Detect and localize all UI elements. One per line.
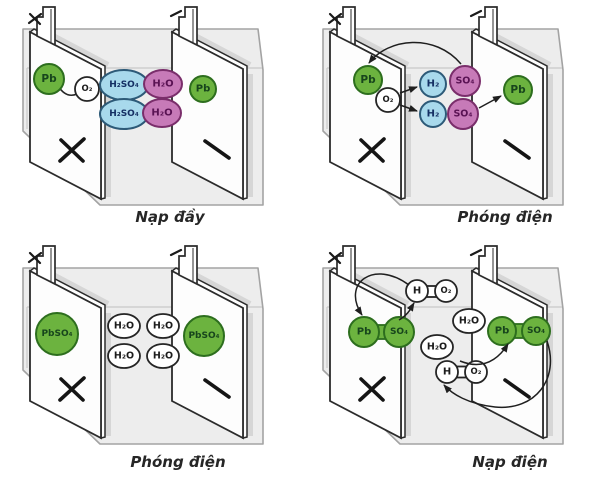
molecule-label: H₂ xyxy=(427,109,440,120)
molecule-label: O₂ xyxy=(441,286,452,296)
arrow-so4-to-left-pb xyxy=(368,41,462,65)
molecule-label: H₂O xyxy=(153,351,173,362)
arrow-o2-to-h2-top xyxy=(399,86,418,94)
panel-charging: Pb SO₄ H O₂ H₂O H₂O H O₂ xyxy=(300,239,600,471)
molecule-label: Pb xyxy=(357,327,372,338)
molecule-pbso4: PbSO₄ xyxy=(183,315,225,357)
arrow-o2-to-h2-bottom xyxy=(399,104,418,112)
molecule-pbso4-dumbbell: Pb SO₄ xyxy=(348,316,415,348)
molecule-label: H xyxy=(443,367,451,378)
molecule-label: SO₄ xyxy=(455,76,474,87)
molecule-pb: Pb xyxy=(33,63,65,95)
molecule-label: SO₄ xyxy=(527,326,545,336)
molecule-label: SO₄ xyxy=(453,109,472,120)
molecule-pb: Pb xyxy=(503,75,533,105)
molecule-label: H₂SO₄ xyxy=(109,80,139,90)
molecule-label: H₂O xyxy=(114,321,134,332)
molecule-label: H xyxy=(413,286,421,297)
molecule-label: H₂O xyxy=(153,321,173,332)
molecule-label: H₂O xyxy=(427,342,447,353)
molecule-h2so4: H₂SO₄ xyxy=(99,98,149,130)
molecule-label: PbSO₄ xyxy=(188,331,219,341)
molecule-label: H₂O xyxy=(152,79,173,90)
molecule-h2o: H₂O xyxy=(146,343,180,369)
panel-caption: Nạp điện xyxy=(472,453,547,471)
molecule-label: Pb xyxy=(360,74,376,86)
arrow-plate-to-bottom-h xyxy=(443,340,552,408)
arrow-so4-to-right-pb xyxy=(478,95,502,109)
molecule-label: PbSO₄ xyxy=(41,329,72,339)
molecule-label: O₂ xyxy=(471,367,482,377)
molecule-label: H₂O xyxy=(151,108,172,119)
molecule-h2: H₂ xyxy=(419,70,447,98)
molecule-label: H₂O xyxy=(114,351,134,362)
molecule-label: H₂O xyxy=(459,316,479,327)
arrow-to-left-pb xyxy=(354,273,410,316)
molecule-label: O₂ xyxy=(82,84,93,94)
molecule-label: Pb xyxy=(495,326,510,337)
molecule-h2so4: H₂SO₄ xyxy=(99,69,149,101)
panel-fully-charged: Pb O₂ H₂SO₄ H₂SO₄ H₂O H₂O Pb Nạp đầy xyxy=(0,0,300,226)
molecule-h2o: H₂O xyxy=(143,69,183,99)
molecule-h2o: H₂O xyxy=(452,308,486,334)
molecule-so4: SO₄ xyxy=(447,98,479,130)
molecule-h-o2-dumbbell: H O₂ xyxy=(405,279,458,303)
molecule-label: Pb xyxy=(510,84,526,96)
molecule-label: H₂ xyxy=(427,79,440,90)
molecule-h2o: H₂O xyxy=(142,98,182,128)
arrow-to-right-pbso4 xyxy=(459,343,509,366)
molecule-h-o2-dumbbell: H O₂ xyxy=(435,360,488,384)
panel-discharged: PbSO₄ H₂O H₂O H₂O H₂O PbSO₄ Phóng điện xyxy=(0,239,300,471)
molecule-pb: Pb xyxy=(353,65,383,95)
arrow-so4-to-h xyxy=(398,302,415,321)
molecule-h2o: H₂O xyxy=(420,334,454,360)
molecule-label: SO₄ xyxy=(390,327,408,337)
panel-caption: Phóng điện xyxy=(130,453,225,471)
molecule-pb: Pb xyxy=(189,75,217,103)
molecule-h2: H₂ xyxy=(419,100,447,128)
molecule-o2: O₂ xyxy=(375,87,401,113)
panel-discharging: Pb O₂ H₂ H₂ SO₄ SO₄ Pb Phóng điện xyxy=(300,0,600,226)
molecule-h2o: H₂O xyxy=(107,343,141,369)
panel-caption: Nạp đầy xyxy=(135,207,205,226)
molecule-so4: SO₄ xyxy=(449,65,481,97)
molecule-o2: O₂ xyxy=(74,76,100,102)
molecule-label: O₂ xyxy=(383,95,394,105)
molecule-pbso4: PbSO₄ xyxy=(35,312,79,356)
molecule-label: Pb xyxy=(41,73,57,85)
panel-caption: Phóng điện xyxy=(457,208,552,226)
molecule-h2o: H₂O xyxy=(107,313,141,339)
molecule-h2o: H₂O xyxy=(146,313,180,339)
molecule-label: H₂SO₄ xyxy=(109,109,139,119)
molecule-label: Pb xyxy=(196,84,211,95)
